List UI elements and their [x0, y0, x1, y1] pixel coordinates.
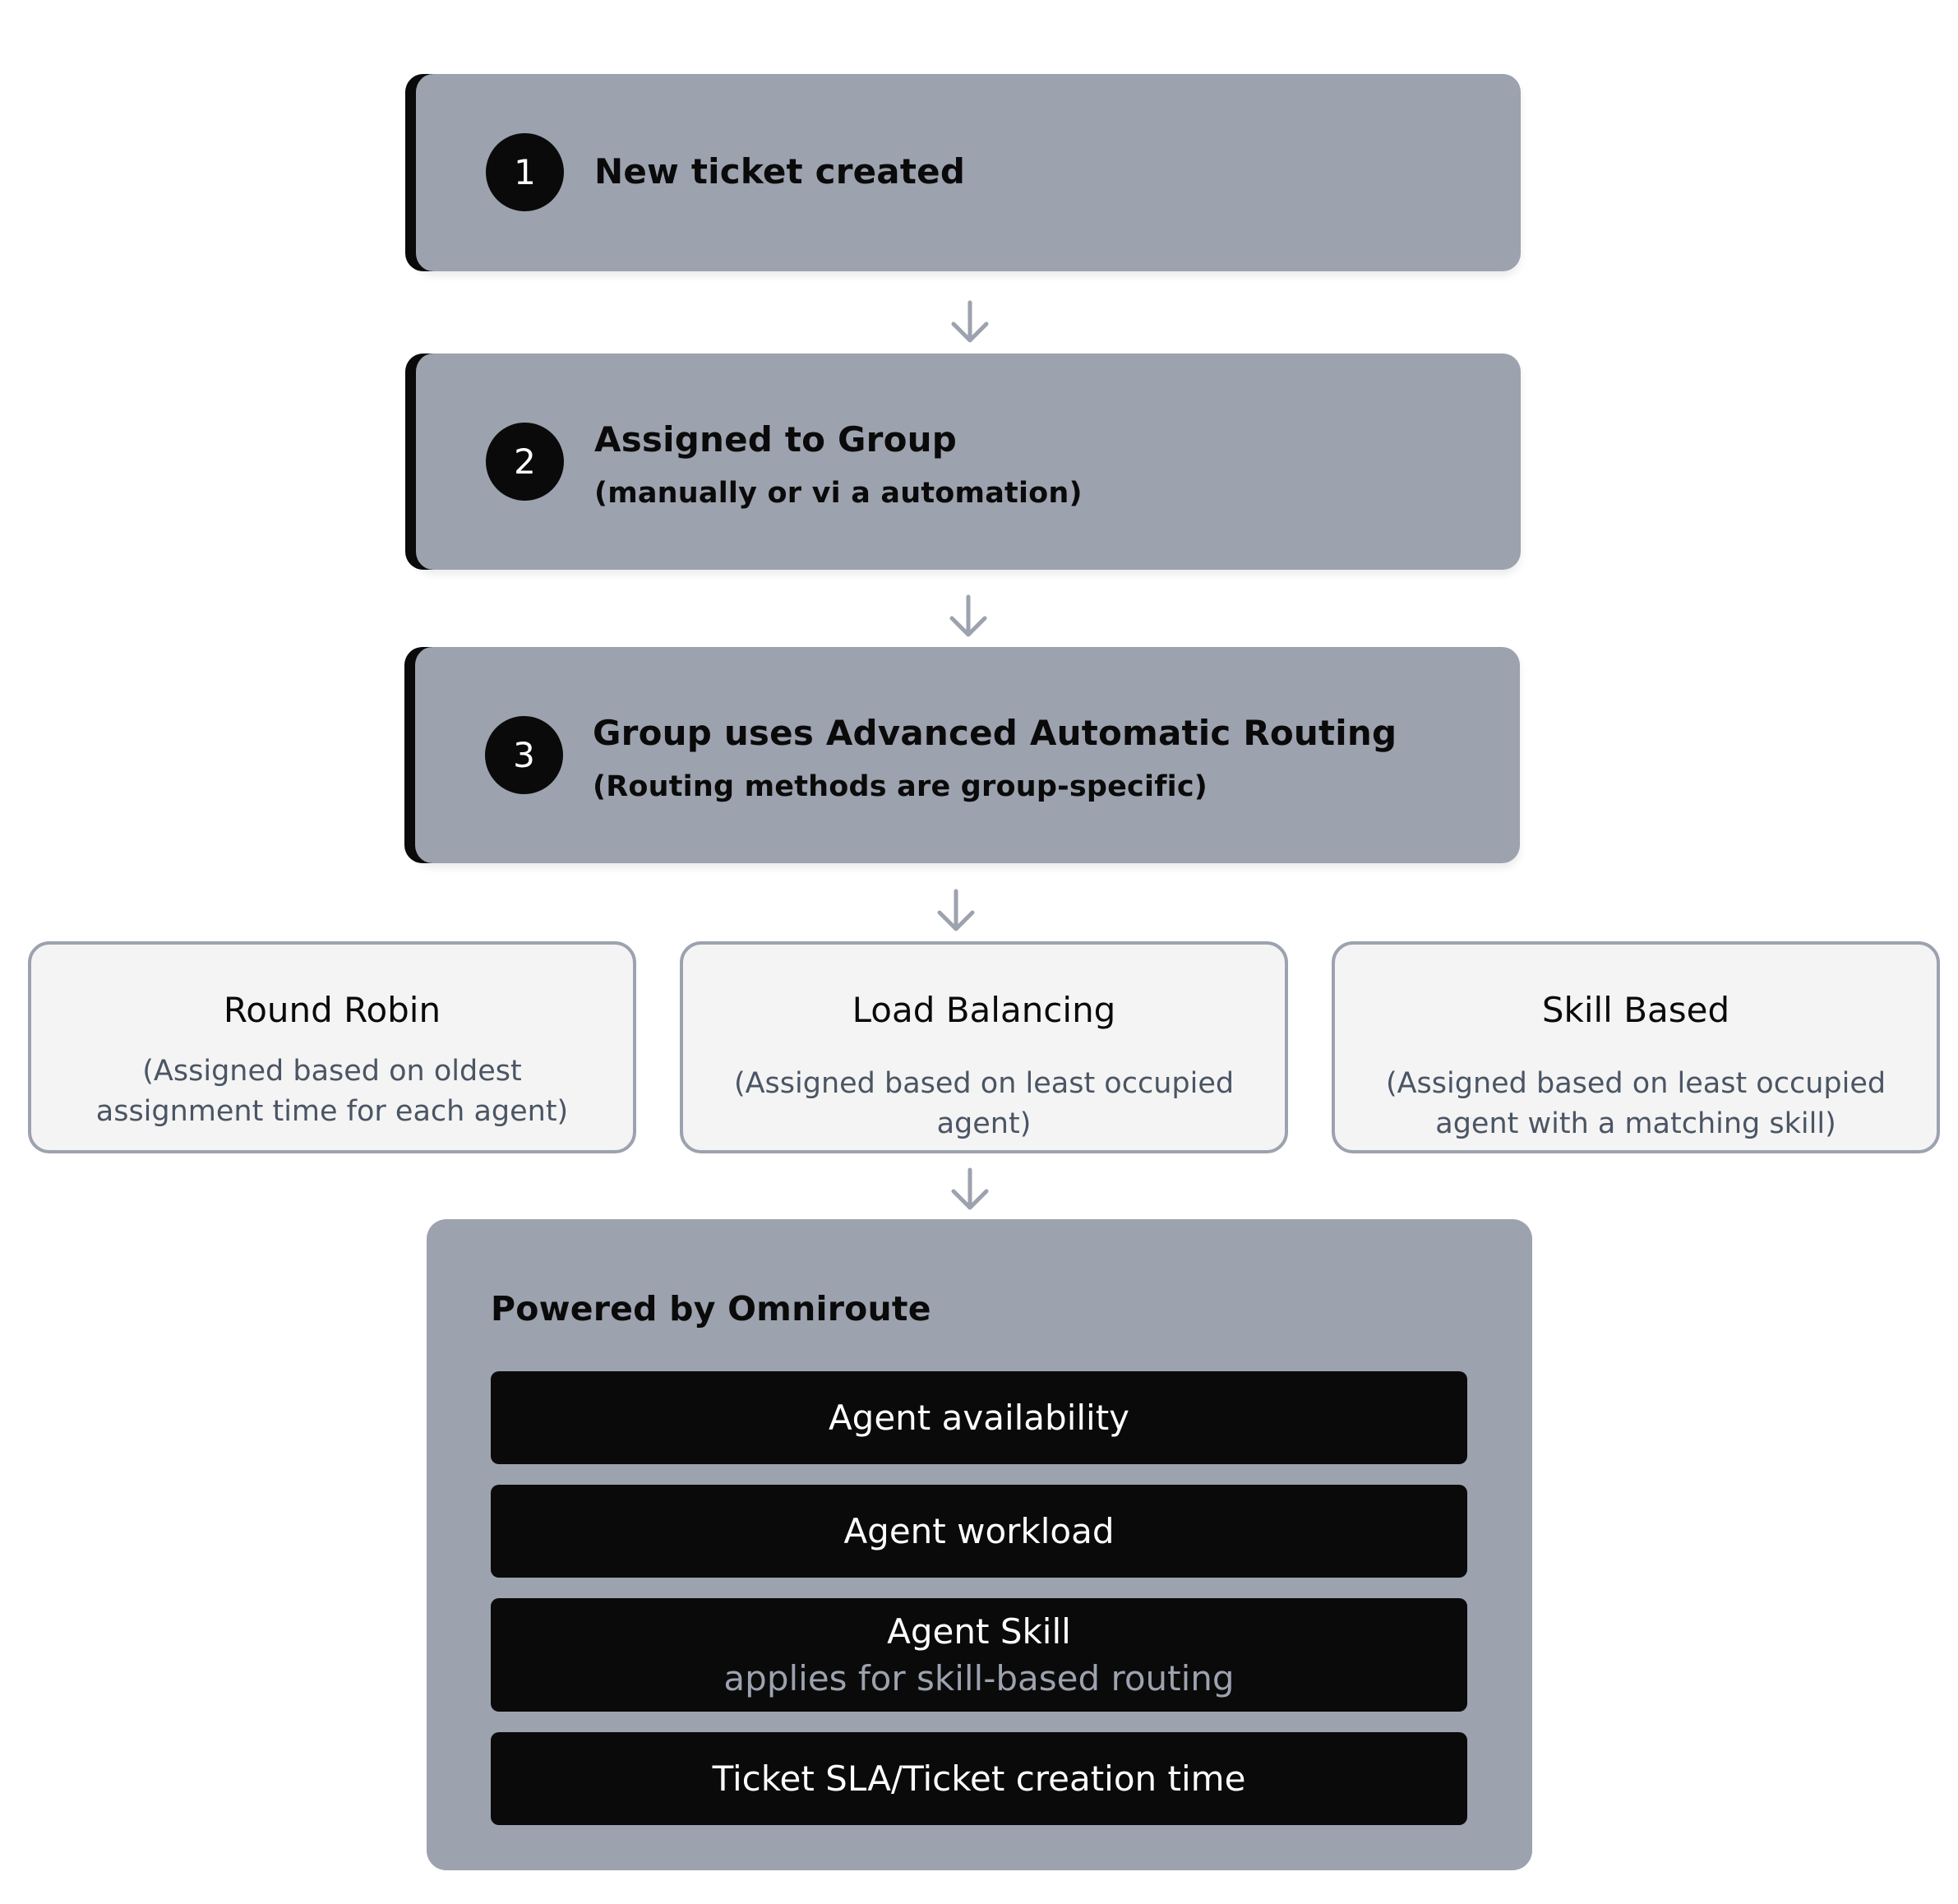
arrow-down-icon — [951, 1167, 989, 1210]
factor-label: Agent Skill — [887, 1611, 1071, 1652]
factor-agent-skill: Agent Skill applies for skill-based rout… — [491, 1598, 1467, 1712]
method-description-line: (Assigned based on least occupied agent) — [733, 1067, 1235, 1140]
factor-note: applies for skill-based routing — [723, 1658, 1235, 1698]
step-subtitle: (Routing methods are group-specific) — [593, 770, 1208, 803]
factor-agent-availability: Agent availability — [491, 1371, 1467, 1464]
step-number-badge: 2 — [486, 423, 564, 501]
method-description: (Assigned based on least occupied agent … — [1335, 1064, 1937, 1144]
method-title: Skill Based — [1541, 990, 1730, 1030]
step-subtitle: (manually or vi a automation) — [594, 477, 1083, 510]
method-description: (Assigned based on least occupied agent) — [683, 1064, 1285, 1144]
method-skill-based: Skill Based (Assigned based on least occ… — [1332, 941, 1940, 1153]
step-title: Assigned to Group — [594, 419, 957, 460]
factor-label: Agent workload — [843, 1511, 1115, 1551]
step-card-new-ticket: 1 New ticket created — [415, 74, 1521, 271]
method-title: Round Robin — [223, 990, 441, 1030]
step-card-advanced-routing: 3 Group uses Advanced Automatic Routing … — [414, 647, 1520, 863]
factor-label: Ticket SLA/Ticket creation time — [712, 1758, 1246, 1799]
step-title: New ticket created — [594, 151, 966, 192]
factor-agent-workload: Agent workload — [491, 1485, 1467, 1578]
method-description: (Assigned based on oldest assignment tim… — [31, 1051, 633, 1132]
factor-ticket-sla: Ticket SLA/Ticket creation time — [491, 1732, 1467, 1825]
powered-title: Powered by Omniroute — [491, 1289, 931, 1329]
factor-label: Agent availability — [828, 1398, 1130, 1438]
method-load-balancing: Load Balancing (Assigned based on least … — [680, 941, 1288, 1153]
step-title: Group uses Advanced Automatic Routing — [593, 713, 1397, 753]
method-description-line: (Assigned based on least occupied — [1385, 1067, 1886, 1100]
powered-by-panel: Powered by Omniroute Agent availability … — [427, 1219, 1532, 1870]
step-number-badge: 3 — [485, 716, 563, 794]
method-description-line: agent with a matching skill) — [1435, 1107, 1836, 1140]
method-description-line: (Assigned based on oldest — [142, 1055, 522, 1088]
arrow-down-icon — [951, 300, 989, 343]
method-round-robin: Round Robin (Assigned based on oldest as… — [28, 941, 636, 1153]
method-description-line: assignment time for each agent) — [95, 1095, 569, 1128]
step-card-assigned-group: 2 Assigned to Group (manually or vi a au… — [415, 354, 1521, 570]
arrow-down-icon — [949, 594, 987, 637]
step-number-badge: 1 — [486, 133, 564, 211]
arrow-down-icon — [937, 889, 975, 931]
method-title: Load Balancing — [852, 990, 1116, 1030]
